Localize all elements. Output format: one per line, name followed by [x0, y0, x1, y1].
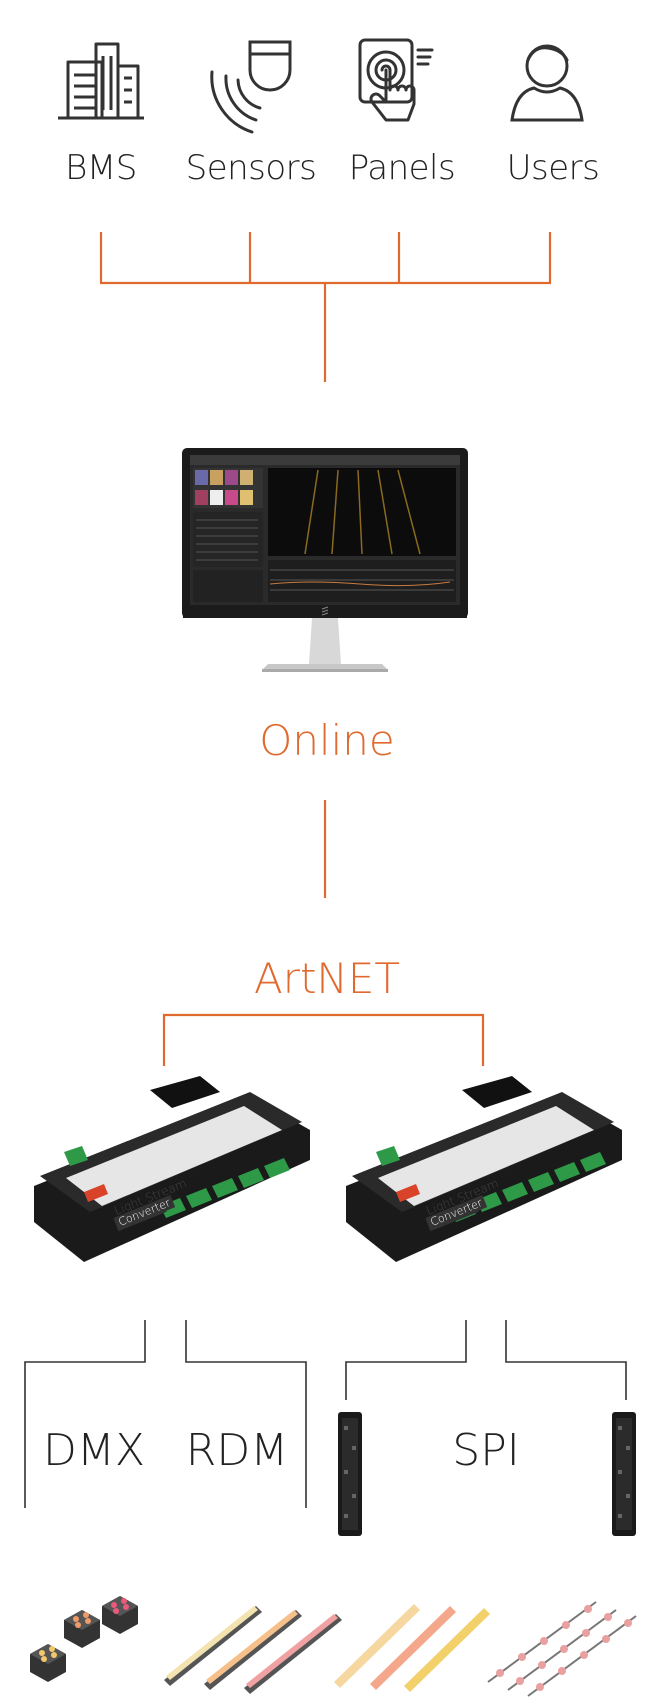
rdm-label: RDM [185, 1425, 289, 1476]
users-label: Users [506, 148, 600, 188]
online-label: Online [259, 716, 395, 765]
touch-panel-icon [358, 38, 434, 122]
pixel-string-fixtures-image [487, 1601, 637, 1697]
bms-label: BMS [65, 148, 137, 188]
monitor-image [182, 448, 468, 672]
output-lines [24, 1320, 627, 1508]
spi-label: SPI [452, 1425, 520, 1476]
artnet-label: ArtNET [253, 954, 401, 1003]
sensors-label: Sensors [185, 148, 317, 188]
spot-fixtures-image [30, 1596, 138, 1682]
sensor-icon [210, 40, 292, 134]
dmx-label: DMX [43, 1425, 145, 1476]
linear-bar-fixtures-image [164, 1606, 342, 1694]
spi-driver-left [338, 1412, 362, 1536]
panels-label: Panels [348, 148, 456, 188]
user-icon [510, 44, 584, 122]
neon-strip-fixtures-image [334, 1604, 490, 1692]
spi-driver-right [612, 1412, 636, 1536]
controller-image-left [34, 1076, 310, 1262]
building-icon [58, 42, 144, 120]
controller-image-right [346, 1076, 622, 1262]
input-bus [99, 232, 552, 1066]
